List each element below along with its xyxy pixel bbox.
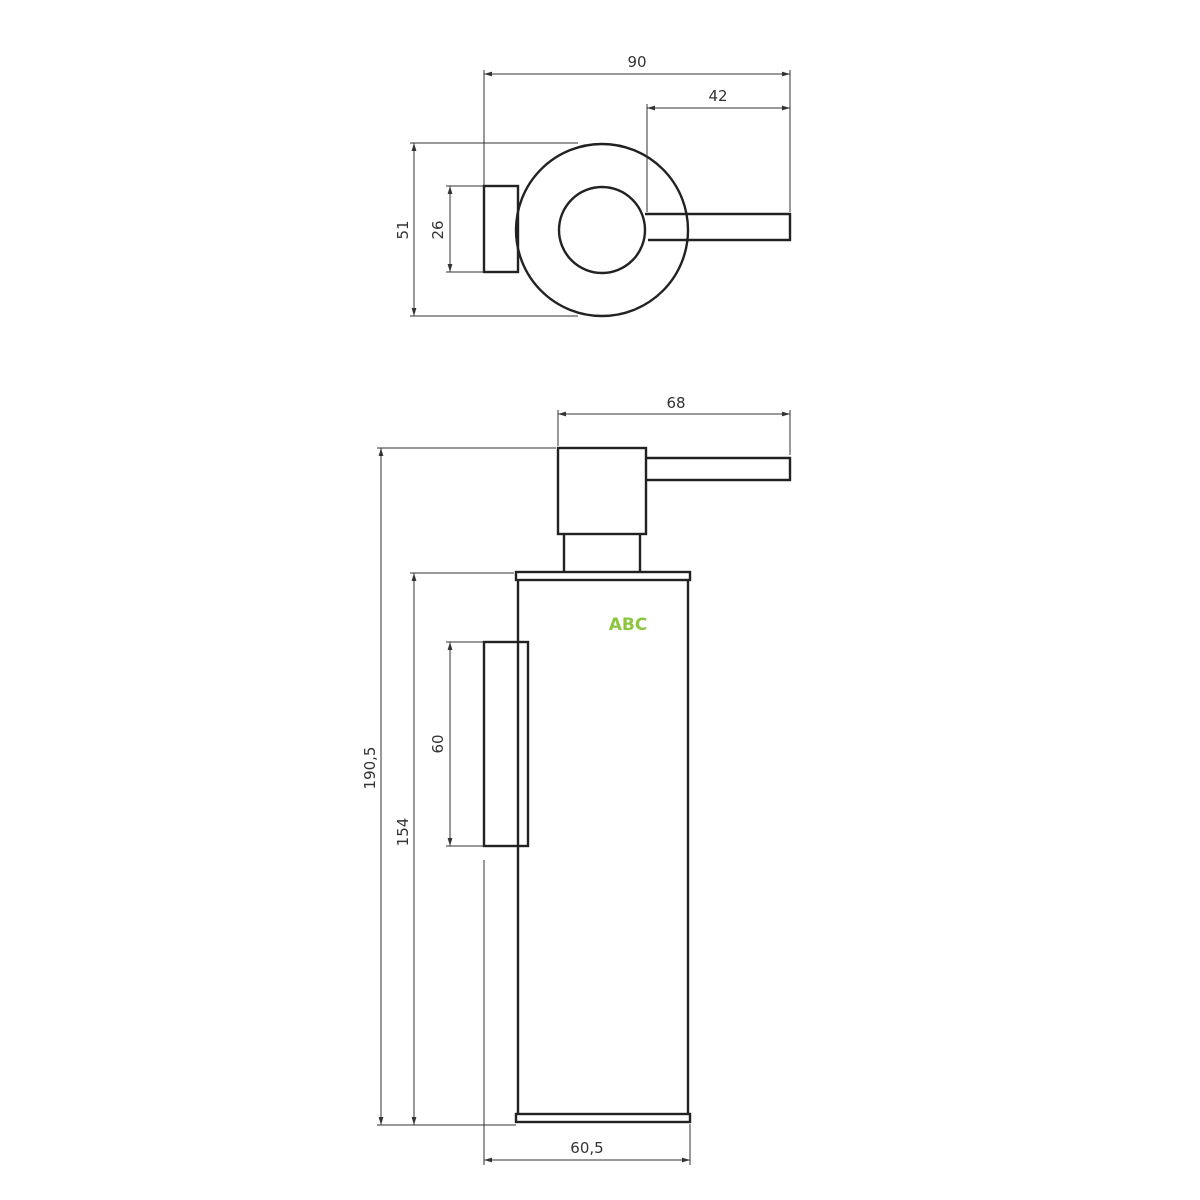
- dim-60: 60: [429, 734, 447, 753]
- dim-60-5: 60,5: [570, 1139, 603, 1157]
- dimension-lines: [410, 70, 791, 317]
- dim-26: 26: [429, 220, 447, 239]
- dim-90: 90: [627, 53, 646, 71]
- top-view: 90 42 51 26: [394, 53, 792, 318]
- bottle-body: [516, 580, 690, 1114]
- dim-154: 154: [394, 818, 412, 847]
- front-view: 68 190,5 154 60 60,5 ABC: [361, 394, 792, 1165]
- top-cap: [514, 570, 692, 582]
- bottom-cap: [514, 1112, 692, 1124]
- pump-head: [556, 446, 648, 536]
- dim-42: 42: [708, 87, 727, 105]
- dimension-lines: [377, 410, 791, 1165]
- watermark: ABC: [609, 615, 648, 635]
- dim-190-5: 190,5: [361, 747, 379, 790]
- dim-68: 68: [666, 394, 685, 412]
- wall-bracket: [482, 640, 530, 848]
- spout: [646, 456, 792, 482]
- wall-plate: [482, 184, 520, 274]
- dim-51: 51: [394, 220, 412, 239]
- lever: [645, 212, 792, 242]
- neck: [562, 534, 642, 572]
- inner-ring: [557, 185, 647, 275]
- outer-ring: [514, 142, 690, 318]
